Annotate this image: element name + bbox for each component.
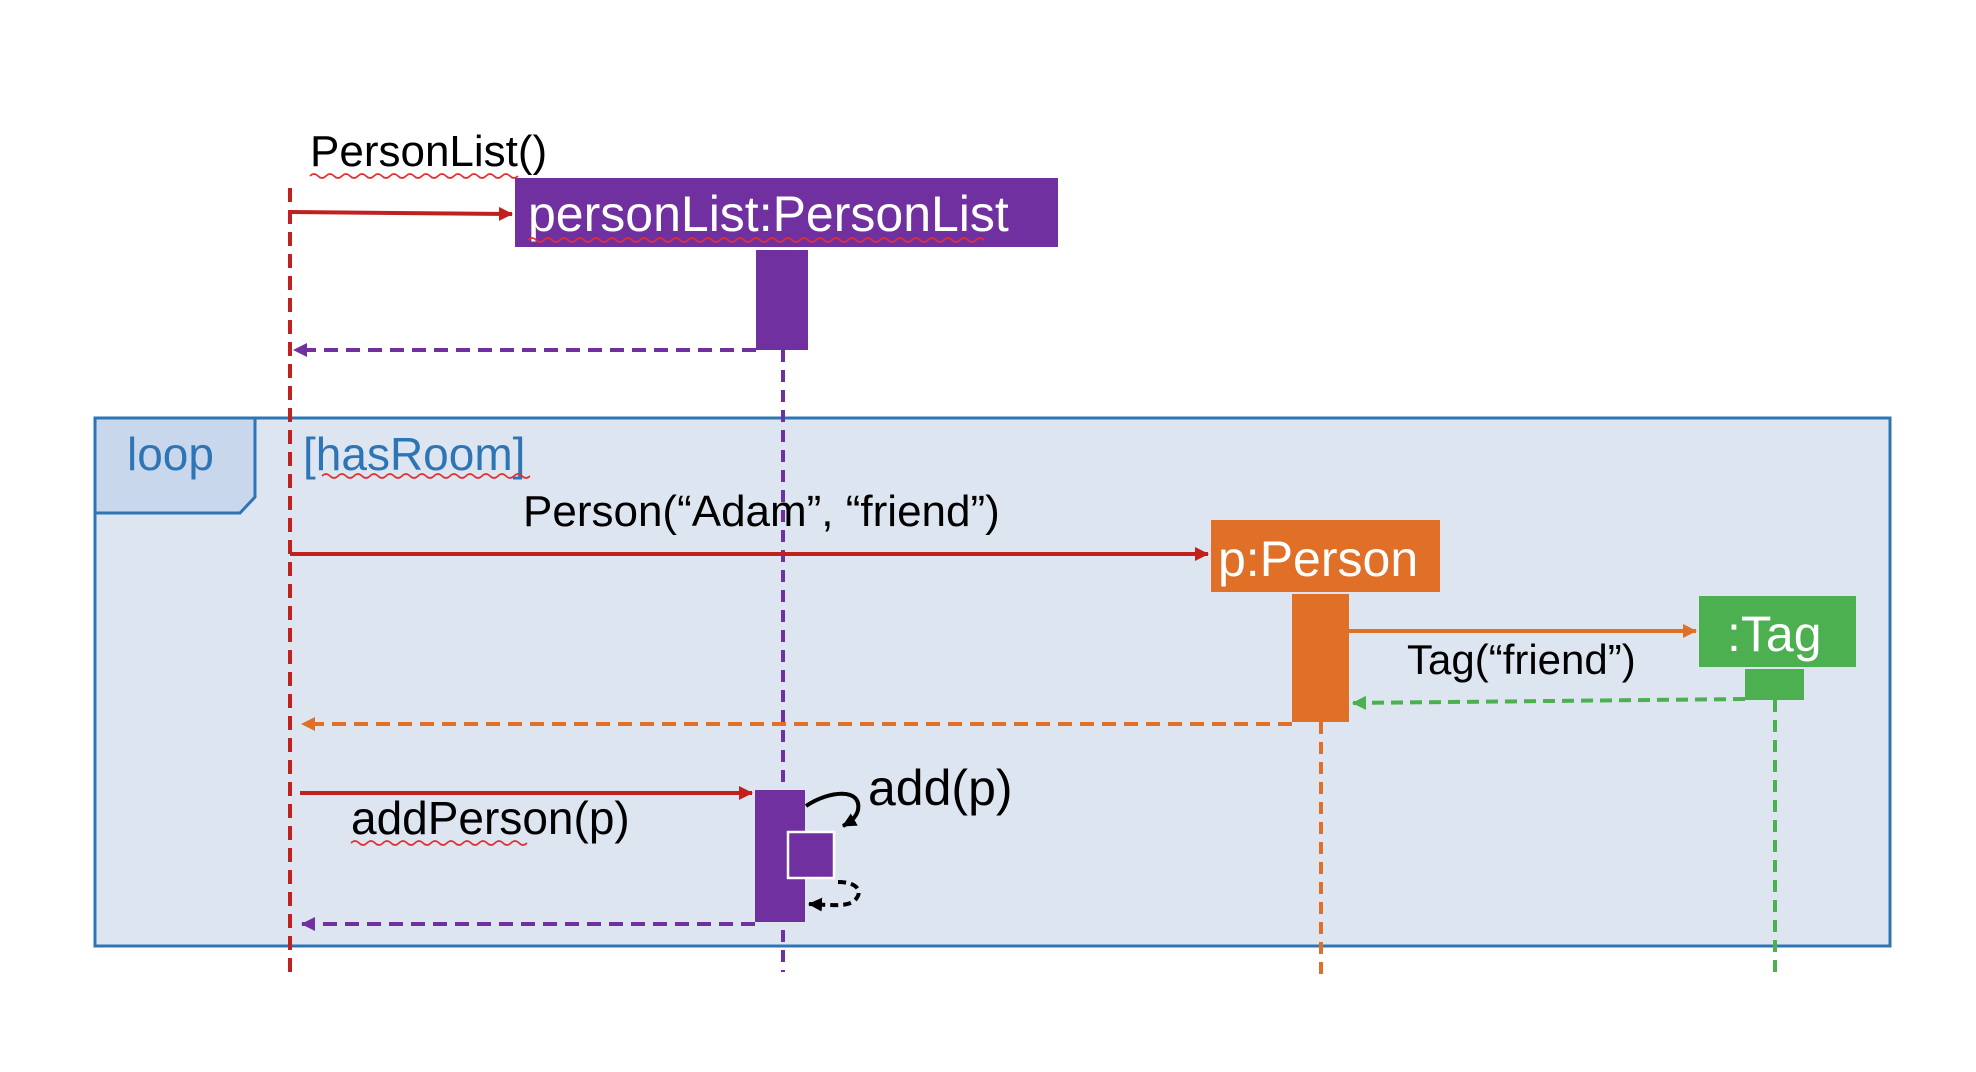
person-header bbox=[1211, 520, 1440, 592]
message-label-self-add: add(p) bbox=[868, 760, 1013, 816]
message-label-personlist: PersonList() bbox=[310, 127, 547, 176]
personlist-nested-activation bbox=[786, 830, 836, 880]
message-label-person: Person(“Adam”, “friend”) bbox=[523, 487, 1000, 536]
person-title: p:Person bbox=[1218, 531, 1418, 587]
self-call-arrow bbox=[804, 791, 861, 828]
personlist-header bbox=[515, 178, 1058, 247]
spellcheck-underline bbox=[321, 473, 531, 479]
tag-activation bbox=[1745, 669, 1804, 700]
loop-frame bbox=[93, 416, 1892, 948]
loop-keyword: loop bbox=[127, 428, 214, 480]
spellcheck-underline bbox=[309, 173, 519, 179]
personlist-title: personList:PersonList bbox=[528, 186, 1009, 242]
spellcheck-underline bbox=[350, 840, 528, 846]
tag-header bbox=[1699, 596, 1856, 667]
message-arrow-personlist bbox=[289, 206, 513, 221]
spellcheck-underline bbox=[527, 237, 985, 243]
personlist-activation bbox=[756, 250, 808, 350]
loop-label-tab bbox=[93, 416, 257, 515]
message-label-addperson: addPerson(p) bbox=[351, 792, 630, 844]
tag-title: :Tag bbox=[1727, 606, 1822, 662]
return-arrow-tag bbox=[1352, 695, 1746, 710]
self-return-arrow bbox=[808, 880, 861, 912]
message-label-tag: Tag(“friend”) bbox=[1407, 636, 1636, 683]
person-activation bbox=[1292, 594, 1349, 722]
loop-guard: [hasRoom] bbox=[303, 428, 525, 480]
